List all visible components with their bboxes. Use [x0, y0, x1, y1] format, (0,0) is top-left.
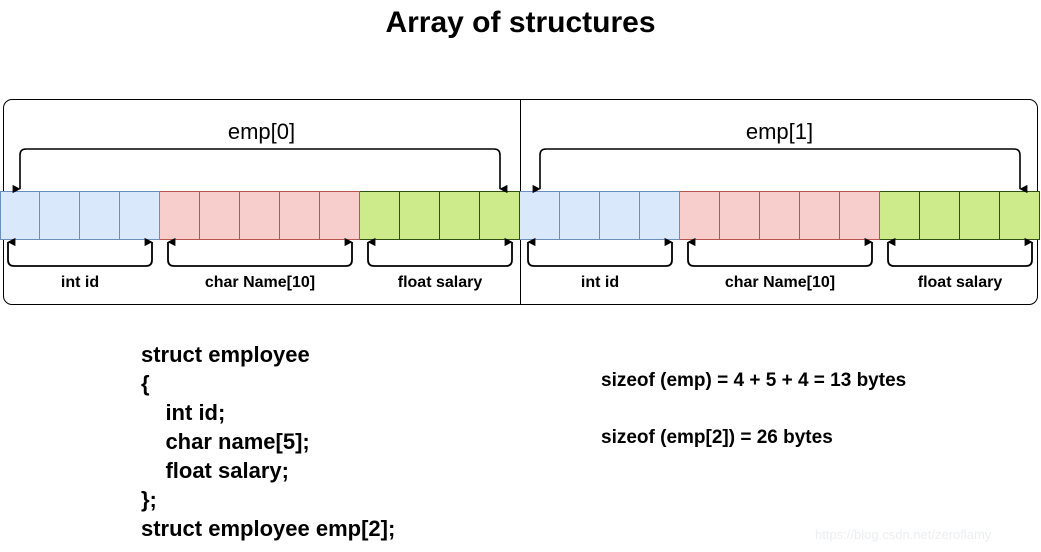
code-line: struct employee	[141, 342, 310, 367]
memory-cell	[240, 191, 280, 240]
sizeof-note-emp-array: sizeof (emp[2]) = 26 bytes	[601, 427, 833, 448]
memory-cell	[80, 191, 120, 240]
memory-cell	[680, 191, 720, 240]
memory-cell	[360, 191, 400, 240]
field-label-blue: int id	[60, 274, 100, 291]
memory-cell	[480, 191, 520, 240]
field-label-pink: char Name[10]	[204, 274, 316, 291]
watermark: https://blog.csdn.net/zeroflamy	[815, 527, 992, 542]
memory-cell	[720, 191, 760, 240]
code-line: };	[141, 487, 157, 512]
group-caption-emp1: emp[1]	[745, 119, 814, 144]
memory-cell	[320, 191, 360, 240]
code-line: int id;	[141, 400, 226, 425]
field-label-pink: char Name[10]	[724, 274, 836, 291]
struct-code-block: struct employee { int id; char name[5]; f…	[141, 340, 395, 543]
memory-cell	[920, 191, 960, 240]
memory-cell	[40, 191, 80, 240]
memory-cell	[0, 191, 40, 240]
memory-cell	[200, 191, 240, 240]
memory-cell	[280, 191, 320, 240]
memory-cell-strip	[0, 191, 1041, 240]
code-line: float salary;	[141, 458, 289, 483]
page-title: Array of structures	[385, 6, 656, 39]
memory-cell	[800, 191, 840, 240]
code-line: {	[141, 371, 150, 396]
memory-cell	[880, 191, 920, 240]
sizeof-note-emp: sizeof (emp) = 4 + 5 + 4 = 13 bytes	[601, 370, 907, 391]
memory-cell	[560, 191, 600, 240]
memory-cell	[600, 191, 640, 240]
memory-cell	[840, 191, 880, 240]
memory-cell	[640, 191, 680, 240]
code-line: char name[5];	[141, 429, 310, 454]
code-line: struct employee emp[2];	[141, 516, 396, 541]
field-label-green: float salary	[397, 274, 483, 291]
field-label-blue: int id	[580, 274, 620, 291]
field-label-green: float salary	[917, 274, 1003, 291]
memory-cell	[520, 191, 560, 240]
memory-cell	[120, 191, 160, 240]
memory-cell	[160, 191, 200, 240]
memory-cell	[400, 191, 440, 240]
memory-cell	[760, 191, 800, 240]
group-caption-emp0: emp[0]	[227, 119, 296, 144]
memory-cell	[440, 191, 480, 240]
memory-cell	[960, 191, 1000, 240]
memory-cell	[1000, 191, 1040, 240]
